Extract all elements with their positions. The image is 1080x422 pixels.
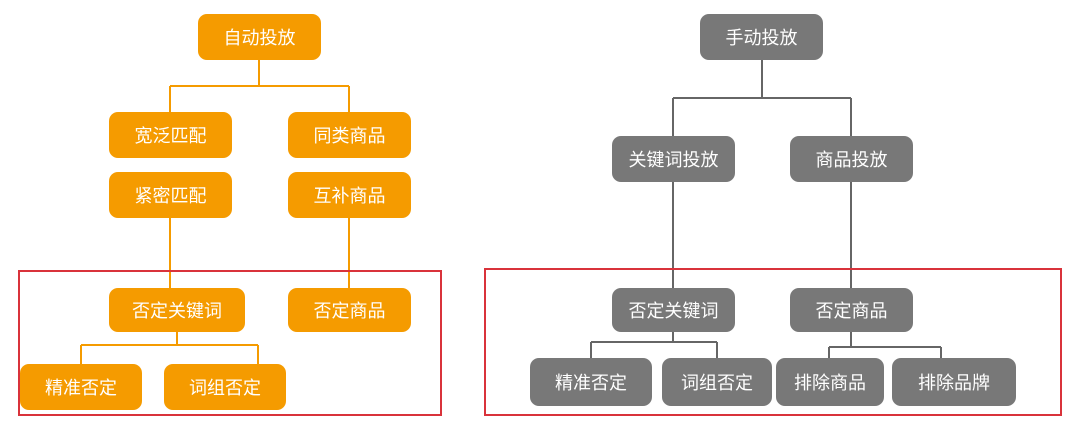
auto-complementary-products-node: 互补商品 bbox=[288, 172, 411, 218]
auto-root-connector bbox=[169, 60, 350, 112]
manual-keyword-targeting-node: 关键词投放 bbox=[612, 136, 735, 182]
auto-negative-exact-node: 精准否定 bbox=[20, 364, 142, 410]
auto-negative-phrase-node: 词组否定 bbox=[164, 364, 286, 410]
auto-negative-keywords-node: 否定关键词 bbox=[109, 288, 245, 332]
manual-negative-phrase-node: 词组否定 bbox=[662, 358, 772, 406]
manual-negative-products-node: 否定商品 bbox=[790, 288, 913, 332]
auto-negative-products-node: 否定商品 bbox=[288, 288, 411, 332]
auto-negative-keyword-connector bbox=[80, 332, 259, 364]
auto-root-node: 自动投放 bbox=[198, 14, 321, 60]
manual-negative-exact-node: 精准否定 bbox=[530, 358, 652, 406]
auto-negative-highlight-frame bbox=[18, 270, 442, 416]
manual-root-connector bbox=[672, 60, 852, 136]
manual-exclude-brands-node: 排除品牌 bbox=[892, 358, 1016, 406]
manual-negative-keywords-node: 否定关键词 bbox=[612, 288, 735, 332]
manual-negative-product-connector bbox=[828, 332, 942, 358]
manual-exclude-products-node: 排除商品 bbox=[776, 358, 884, 406]
auto-broad-match-node: 宽泛匹配 bbox=[109, 112, 232, 158]
manual-root-node: 手动投放 bbox=[700, 14, 823, 60]
manual-negative-keyword-connector bbox=[590, 332, 718, 358]
auto-close-match-node: 紧密匹配 bbox=[109, 172, 232, 218]
manual-product-targeting-node: 商品投放 bbox=[790, 136, 913, 182]
manual-negative-highlight-frame bbox=[484, 268, 1062, 416]
auto-similar-products-node: 同类商品 bbox=[288, 112, 411, 158]
